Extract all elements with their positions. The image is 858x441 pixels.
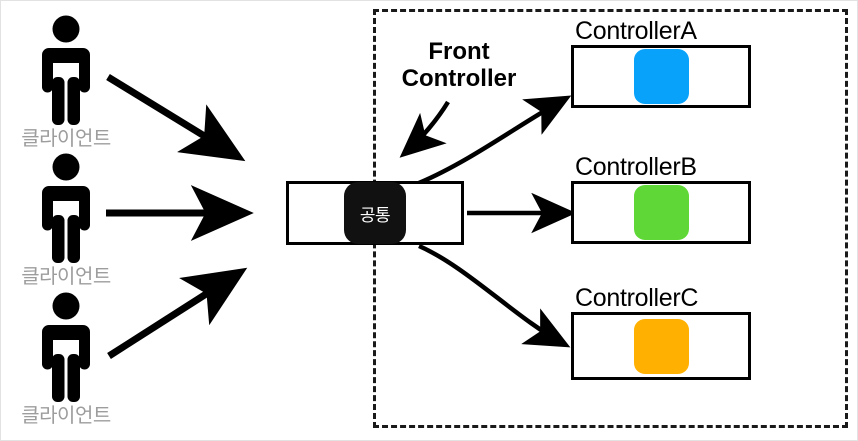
person-icon xyxy=(42,292,90,402)
front-to-controllerA-arrow xyxy=(418,95,572,186)
front-controller-inner-label: 공통 xyxy=(359,205,391,225)
front-to-controllerC-arrow xyxy=(418,243,571,348)
controller-b-box[interactable] xyxy=(571,181,751,244)
front-controller-box[interactable]: 공통 xyxy=(286,181,464,245)
controller-c-swatch xyxy=(633,318,689,374)
front-controller-inner-box: 공통 xyxy=(344,182,406,244)
client-3-label: 클라이언트 xyxy=(21,405,111,427)
client-3[interactable]: 클라이언트 xyxy=(11,292,121,426)
controller-a-swatch xyxy=(633,49,689,104)
front-controller-caption-line1: Front xyxy=(428,38,490,65)
controller-a-title: ControllerA xyxy=(575,17,697,45)
client-1[interactable]: 클라이언트 xyxy=(11,15,121,149)
client-2-label: 클라이언트 xyxy=(21,266,111,288)
front-controller-caption: Front Controller xyxy=(389,38,529,93)
front-controller-caption-line2: Controller xyxy=(401,64,517,92)
controller-b-title: ControllerB xyxy=(575,153,697,181)
front-controller-caption-arrow xyxy=(399,100,450,158)
controller-b-swatch xyxy=(633,185,689,240)
person-icon xyxy=(42,15,90,125)
controller-a-box[interactable] xyxy=(571,45,751,108)
client3-to-front-arrow xyxy=(107,267,248,359)
controller-c-box[interactable] xyxy=(571,312,751,380)
client-2[interactable]: 클라이언트 xyxy=(11,153,121,287)
client-1-label: 클라이언트 xyxy=(21,128,111,150)
person-icon xyxy=(42,153,90,263)
controller-c-title: ControllerC xyxy=(575,284,699,312)
client1-to-front-arrow xyxy=(106,74,246,162)
